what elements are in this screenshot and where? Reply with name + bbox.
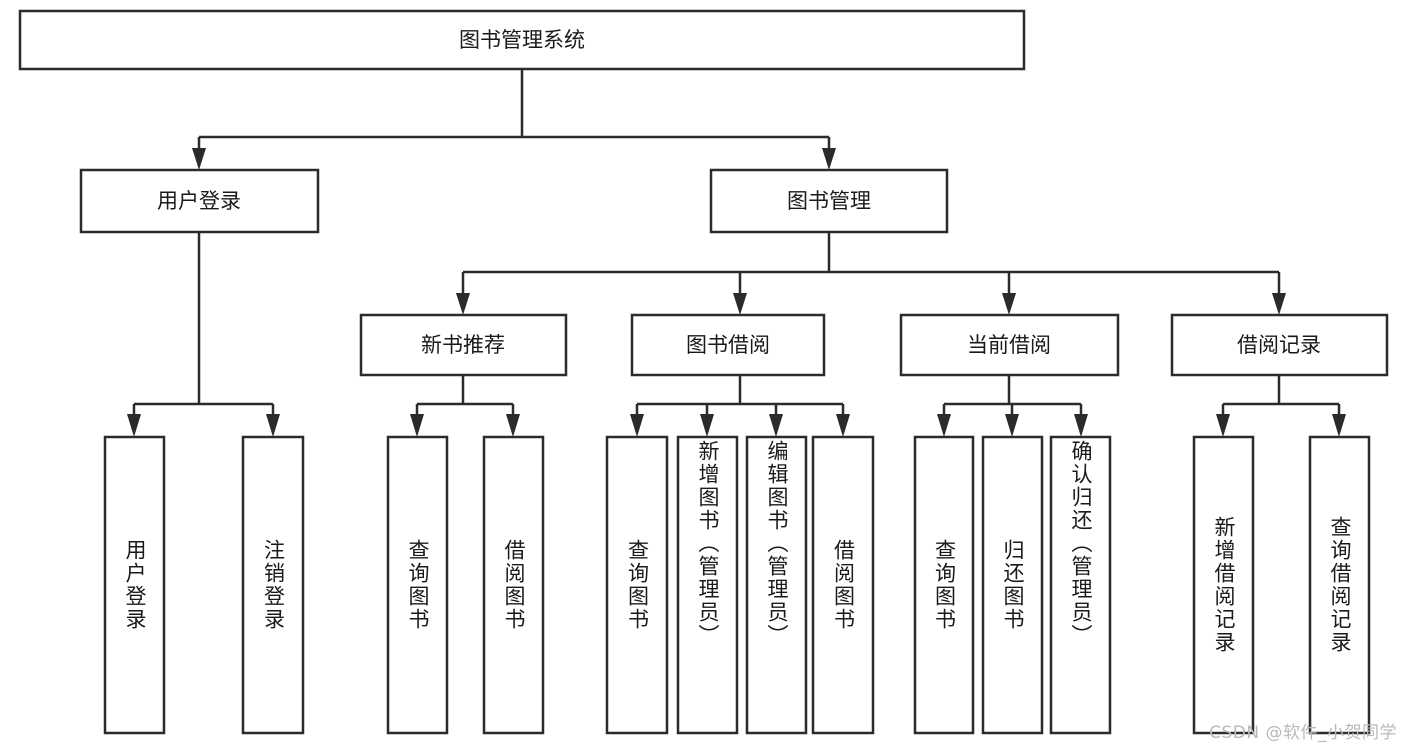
connector-userlogin-to-leaves: [132, 232, 275, 418]
csdn-watermark: CSDN @软件_小贺同学: [1209, 723, 1397, 743]
arrowhead-borrow-record: [1272, 293, 1286, 315]
leaf-box-user-login[interactable]: [103, 435, 166, 735]
arrowhead-leaf-add-book: [700, 414, 714, 437]
arrowhead-leaf-borrow-book-2: [836, 414, 850, 437]
node-box-user-login[interactable]: [79, 168, 320, 234]
arrowhead-leaf-user-login: [127, 414, 141, 437]
arrowhead-leaf-query-book-1: [410, 414, 424, 437]
leaf-box-query-record[interactable]: [1308, 435, 1371, 735]
node-label-root: 图书管理系统: [459, 28, 585, 52]
arrowhead-leaf-borrow-book-1: [506, 414, 520, 437]
connector-borrowrecord-to-leaves: [1221, 375, 1341, 418]
node-box-new-book-recommend[interactable]: [359, 313, 568, 377]
arrowhead-leaf-add-record: [1216, 414, 1230, 437]
node-label-new-book-recommend: 新书推荐: [421, 333, 505, 357]
arrowhead-leaf-user-logout: [266, 414, 280, 437]
leaf-box-user-logout[interactable]: [241, 435, 305, 735]
leaf-box-query-book-1[interactable]: [386, 435, 449, 735]
arrowhead-current-borrow: [1002, 293, 1016, 315]
node-box-root[interactable]: [18, 9, 1026, 71]
leaf-box-query-book-2[interactable]: [605, 435, 669, 735]
arrowhead-leaf-query-book-3: [937, 414, 951, 437]
node-label-book-borrow: 图书借阅: [686, 333, 770, 357]
leaf-box-query-book-3[interactable]: [913, 435, 975, 735]
leaf-box-borrow-book-2[interactable]: [811, 435, 875, 735]
leaf-box-edit-book[interactable]: [745, 435, 808, 735]
arrowhead-new-book-recommend: [456, 293, 470, 315]
leaf-box-return-book[interactable]: [981, 435, 1044, 735]
connector-layer: [127, 69, 1346, 437]
leaf-box-add-book[interactable]: [676, 435, 739, 735]
connector-newbook-to-leaves: [415, 375, 515, 418]
arrowhead-leaf-confirm-return: [1074, 414, 1088, 437]
node-box-book-manage[interactable]: [709, 168, 949, 234]
connector-bookborrow-to-leaves: [635, 375, 845, 418]
node-box-book-borrow[interactable]: [630, 313, 826, 377]
arrowhead-leaf-query-book-2: [630, 414, 644, 437]
node-label-book-manage: 图书管理: [787, 189, 871, 213]
arrowhead-leaf-return-book: [1005, 414, 1019, 437]
arrowhead-user-login: [192, 148, 206, 170]
arrowhead-leaf-query-record: [1332, 414, 1346, 437]
node-box-current-borrow[interactable]: [899, 313, 1120, 377]
arrowhead-leaf-edit-book: [769, 414, 783, 437]
connector-bookmanage-to-level3: [461, 232, 1281, 295]
node-label-user-login: 用户登录: [157, 189, 241, 213]
node-label-borrow-record: 借阅记录: [1237, 333, 1321, 357]
node-label-current-borrow: 当前借阅: [967, 333, 1051, 357]
leaf-box-confirm-return[interactable]: [1049, 435, 1112, 735]
arrowhead-book-manage: [822, 148, 836, 170]
connector-currentborrow-to-leaves: [942, 375, 1083, 418]
node-box-borrow-record[interactable]: [1170, 313, 1389, 377]
connector-root-to-level2: [197, 69, 829, 158]
leaf-box-borrow-book-1[interactable]: [482, 435, 545, 735]
leaf-box-add-record[interactable]: [1192, 435, 1255, 735]
arrowhead-book-borrow: [733, 293, 747, 315]
node-layer: 图书管理系统 用户登录 图书管理 新书推荐 图书借阅 当前借阅 借阅记录: [18, 9, 1389, 735]
